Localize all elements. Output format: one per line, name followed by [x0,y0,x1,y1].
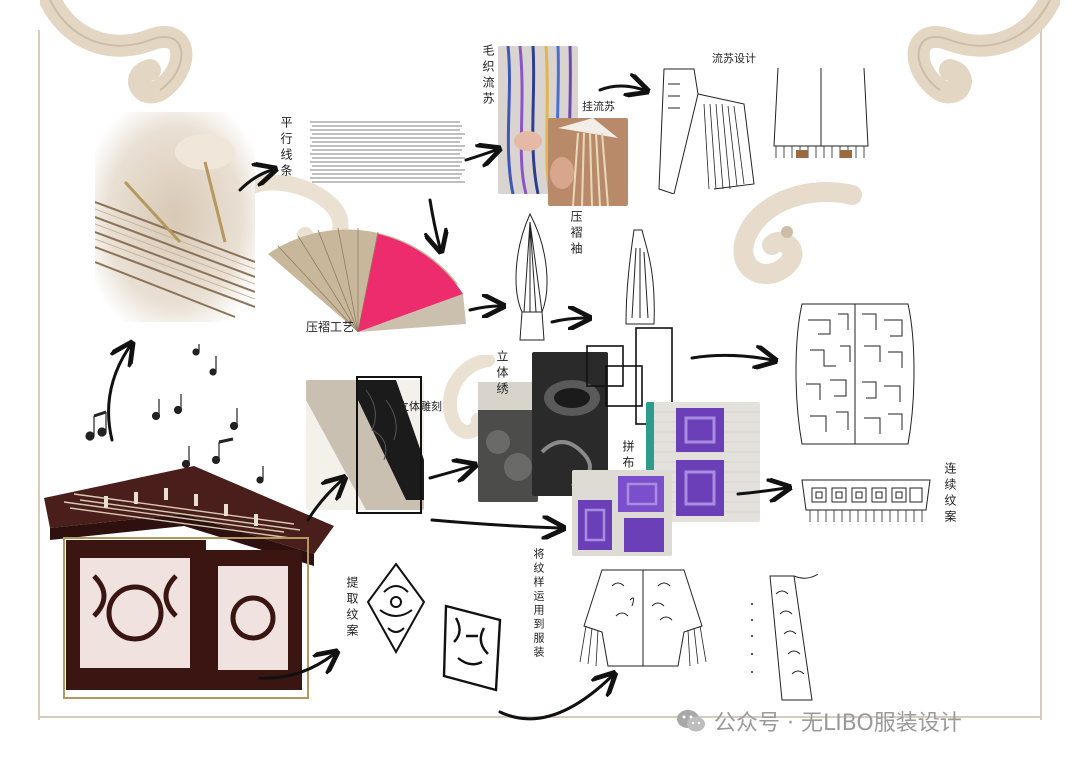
tassel-design-sketch-skirt [773,67,869,158]
dulcimer-playing-photo [95,112,255,322]
scroll-ornament-top-right [907,0,1060,104]
pattern-garment-sketch [579,569,707,667]
frame-right [1040,30,1042,720]
watermark-text: 公众号 · 无LIBO服装设计 [714,711,962,736]
watermark: 公众号 · 无LIBO服装设计 [676,704,1066,738]
scroll-ornament-mid-right [733,182,862,284]
knit-embroidery-photo [478,382,538,502]
parallel-lines-sketch [310,121,465,183]
hanging-tassel-photo [548,118,628,206]
pleated-fan-image [268,227,466,333]
pleat-sleeve-sketch-a [515,212,548,341]
pleat-sleeve-sketch-b [625,229,655,325]
patchwork-photo-small [572,470,672,556]
continuous-pattern-sketch-hem [801,479,931,522]
frame-left [38,30,40,720]
extracted-pattern-sketch-b [442,604,502,692]
label-apply-pattern: 将纹样运用到服装 [532,548,545,660]
label-relief-carving: 立体雕刻 [398,400,442,413]
extracted-pattern-sketch-a [366,562,426,654]
label-continuous-pattern: 连续纹案 [943,462,957,526]
label-extract-pattern: 提取纹案 [345,576,359,640]
label-parallel-lines: 平行线条 [279,116,293,180]
relief-carving-highlight-box [356,376,422,514]
label-3d-stitch: 立体绣 [495,350,509,398]
label-pleat-sleeve: 压褶袖 [569,210,583,258]
scroll-ornament-top-left [40,0,193,104]
label-pleat-craft: 压褶工艺 [306,320,355,334]
continuous-pattern-sketch-top [795,303,915,445]
dulcimer-instrument-image [44,466,334,699]
music-notes-decoration [85,344,264,484]
scroll-ornament-middle [442,355,495,439]
tassel-design-sketch-jacket [658,68,755,194]
label-patchwork: 拼布 [621,440,635,472]
label-hanging-tassel: 挂流苏 [582,100,615,113]
label-tassel-design: 流苏设计 [712,52,756,65]
wechat-icon [677,710,705,732]
label-wool-tassel: 毛织流苏 [481,44,495,108]
pattern-sleeve-sketch [751,574,819,701]
